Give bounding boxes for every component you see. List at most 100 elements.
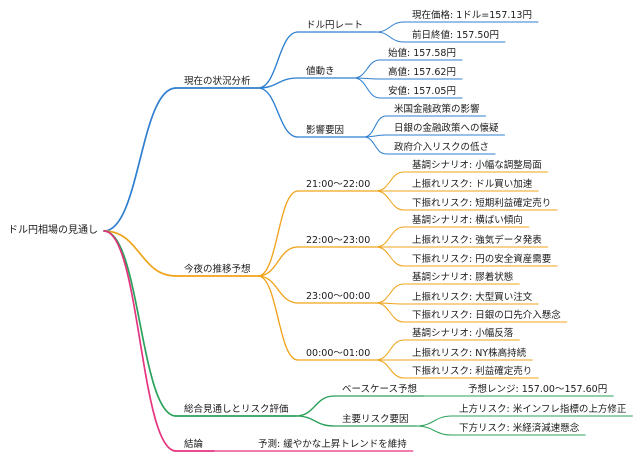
node-usd-jpy-rate: ドル円レート: [297, 20, 377, 33]
link-slot-2-base: [375, 226, 405, 248]
node-label: 総合見通しとリスク評価: [184, 403, 289, 415]
leaf-low-price: 安値: 157.05円: [379, 85, 463, 99]
node-overall-outlook: 総合見通しとリスク評価: [175, 403, 297, 417]
link-current-analysis-factors: [257, 87, 299, 138]
link-rate-current-price: [375, 21, 405, 33]
link-tonight-slot-4: [257, 275, 299, 361]
node-label: 予想レンジ: 157.00〜157.60円: [468, 383, 607, 395]
node-label: 21:00〜22:00: [306, 179, 370, 190]
node-label: 米国金融政策の影響: [394, 103, 480, 115]
link-rate-previous-close: [375, 31, 405, 43]
link-root-current-analysis: [103, 87, 177, 232]
root-node: ドル円相場の見通し: [8, 223, 98, 236]
link-root-conclusion: [103, 230, 177, 452]
link-root-tonight-forecast: [103, 230, 177, 277]
leaf-previous-close: 前日終値: 157.50円: [403, 29, 506, 43]
link-slot-2-downside: [375, 246, 405, 267]
node-label: 安値: 157.05円: [388, 85, 456, 97]
link-slot-4-base: [375, 339, 405, 361]
node-label: 高値: 157.62円: [388, 66, 456, 78]
node-label: 00:00〜01:00: [306, 348, 370, 359]
node-current-analysis: 現在の状況分析: [175, 75, 259, 89]
node-label: 下方リスク: 米経済減速懸念: [459, 422, 580, 434]
root-label: ドル円相場の見通し: [8, 223, 98, 236]
link-factors-intervention-risk: [363, 136, 387, 155]
leaf-slot-2-upside-risk: 上振れリスク: 強気データ発表: [403, 234, 549, 248]
node-price-action: 値動き: [297, 65, 355, 79]
leaf-factor-boj-doubt: 日銀の金融政策への懐疑: [385, 122, 506, 136]
node-label: 22:00〜23:00: [306, 235, 370, 246]
node-label: 日銀の金融政策への懐疑: [394, 122, 499, 134]
branch-tonight-forecast: 今夜の推移予想 21:00〜22:00 基調シナリオ: 小幅な調整局面 上振れリ…: [103, 159, 568, 379]
node-base-case: ベースケース予想: [333, 383, 425, 397]
node-label: 23:00〜00:00: [306, 291, 370, 302]
leaf-slot-3-upside-risk: 上振れリスク: 大型買い注文: [403, 291, 539, 305]
link-outlook-key-risks: [295, 415, 335, 427]
leaf-slot-4-downside-risk: 下振れリスク: 利益確定売り: [403, 365, 539, 379]
node-label: 基調シナリオ: 小幅な調整局面: [412, 159, 542, 171]
node-conclusion: 結論: [175, 438, 215, 452]
node-tonight-forecast: 今夜の推移予想: [175, 263, 259, 277]
leaf-downside-risk: 下方リスク: 米経済減速懸念: [451, 422, 586, 436]
leaf-forecast-range: 予想レンジ: 157.00〜157.60円: [459, 383, 614, 397]
leaf-high-price: 高値: 157.62円: [379, 66, 463, 80]
link-root-overall-outlook: [103, 230, 177, 417]
node-key-risks: 主要リスク要因: [333, 413, 417, 427]
link-tonight-slot-3: [257, 275, 299, 304]
node-label: 下振れリスク: 短期利益確定売り: [412, 197, 551, 209]
link-price-action-open: [353, 59, 381, 79]
node-label: 現在の状況分析: [184, 75, 251, 87]
leaf-slot-4-base-scenario: 基調シナリオ: 小幅反落: [403, 327, 520, 341]
branch-conclusion: 結論 予測: 緩やかな上昇トレンドを維持: [103, 230, 414, 452]
leaf-slot-4-upside-risk: 上振れリスク: NY株高持続: [403, 347, 533, 361]
node-label: 上振れリスク: ドル買い加速: [412, 178, 533, 190]
link-slot-4-downside: [375, 359, 405, 379]
link-tonight-slot-1: [257, 190, 299, 277]
leaf-slot-2-base-scenario: 基調シナリオ: 横ばい傾向: [403, 214, 530, 228]
node-label: 値動き: [306, 65, 335, 77]
leaf-open-price: 始値: 157.58円: [379, 47, 463, 61]
node-label: 下振れリスク: 利益確定売り: [412, 365, 532, 377]
link-slot-3-base: [375, 283, 405, 304]
leaf-current-price: 現在価格: 1ドル=157.13円: [403, 9, 539, 23]
node-label: 今夜の推移予想: [184, 263, 251, 275]
leaf-slot-1-upside-risk: 上振れリスク: ドル買い加速: [403, 178, 539, 192]
leaf-slot-1-base-scenario: 基調シナリオ: 小幅な調整局面: [403, 159, 549, 173]
node-label: 始値: 157.58円: [388, 47, 456, 59]
leaf-slot-2-downside-risk: 下振れリスク: 円の安全資産需要: [403, 253, 558, 267]
node-label: 予測: 緩やかな上昇トレンドを維持: [258, 438, 407, 450]
node-label: 上振れリスク: 大型買い注文: [412, 291, 533, 303]
node-label: 基調シナリオ: 横ばい傾向: [412, 214, 523, 226]
node-label: 政府介入リスクの低さ: [394, 141, 489, 153]
leaf-forecast-statement: 予測: 緩やかな上昇トレンドを維持: [249, 438, 414, 452]
link-current-analysis-price-action: [257, 77, 299, 89]
leaf-factor-intervention-risk: 政府介入リスクの低さ: [385, 141, 496, 155]
node-slot-2100-2200: 21:00〜22:00: [297, 179, 377, 192]
node-label: 上方リスク: 米インフレ指標の上方修正: [459, 403, 627, 415]
leaf-slot-3-base-scenario: 基調シナリオ: 膠着状態: [403, 271, 520, 285]
link-factors-us-policy: [363, 115, 387, 138]
node-label: 下振れリスク: 円の安全資産需要: [412, 253, 551, 265]
link-slot-1-downside: [375, 190, 405, 211]
link-key-risks-downside: [415, 425, 453, 436]
node-label: 前日終値: 157.50円: [412, 29, 499, 41]
node-label: 基調シナリオ: 膠着状態: [412, 271, 513, 283]
node-label: 上振れリスク: NY株高持続: [412, 347, 527, 359]
node-label: 上振れリスク: 強気データ発表: [412, 234, 542, 246]
leaf-slot-1-downside-risk: 下振れリスク: 短期利益確定売り: [403, 197, 558, 211]
branch-current-analysis: 現在の状況分析 ドル円レート 現在価格: 1ドル=157.13円 前日終値: 1…: [103, 9, 539, 232]
leaf-upside-risk: 上方リスク: 米インフレ指標の上方修正: [451, 403, 633, 417]
link-slot-3-downside: [375, 302, 405, 323]
node-label: 影響要因: [306, 124, 344, 136]
node-label: ベースケース予想: [342, 383, 418, 395]
node-label: ドル円レート: [306, 20, 363, 31]
link-slot-1-base: [375, 171, 405, 192]
link-outlook-base-case: [295, 395, 335, 417]
link-tonight-slot-2: [257, 246, 299, 277]
node-slot-0000-0100: 00:00〜01:00: [297, 348, 377, 361]
node-label: 基調シナリオ: 小幅反落: [412, 327, 514, 339]
node-label: 主要リスク要因: [342, 413, 409, 425]
node-slot-2200-2300: 22:00〜23:00: [297, 235, 377, 248]
node-influencing-factors: 影響要因: [297, 124, 365, 138]
